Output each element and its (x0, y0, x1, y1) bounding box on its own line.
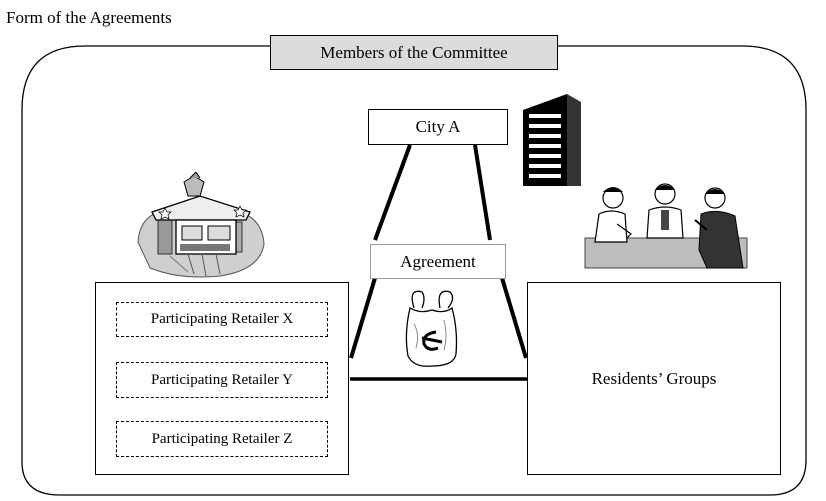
retailer-z-box: Participating Retailer Z (116, 421, 328, 457)
committee-title-box: Members of the Committee (270, 35, 558, 70)
city-box: City A (368, 109, 508, 145)
plastic-bag-icon (405, 290, 458, 367)
city-left-connector (373, 144, 412, 241)
store-clipart-icon (137, 172, 265, 278)
agreement-right-connector (500, 277, 528, 359)
residents-box: Residents’ Groups (527, 282, 781, 475)
retailers-box: Participating Retailer X Participating R… (95, 282, 349, 475)
committee-frame (21, 45, 807, 496)
retailer-x-box: Participating Retailer X (116, 302, 328, 337)
city-right-connector (473, 144, 492, 241)
office-building-icon (523, 94, 581, 186)
retailer-y-box: Participating Retailer Y (116, 362, 328, 398)
agreement-box: Agreement (370, 244, 506, 279)
meeting-people-icon (584, 183, 748, 269)
agreement-left-connector (349, 277, 377, 359)
figure-title: Form of the Agreements (6, 8, 172, 27)
